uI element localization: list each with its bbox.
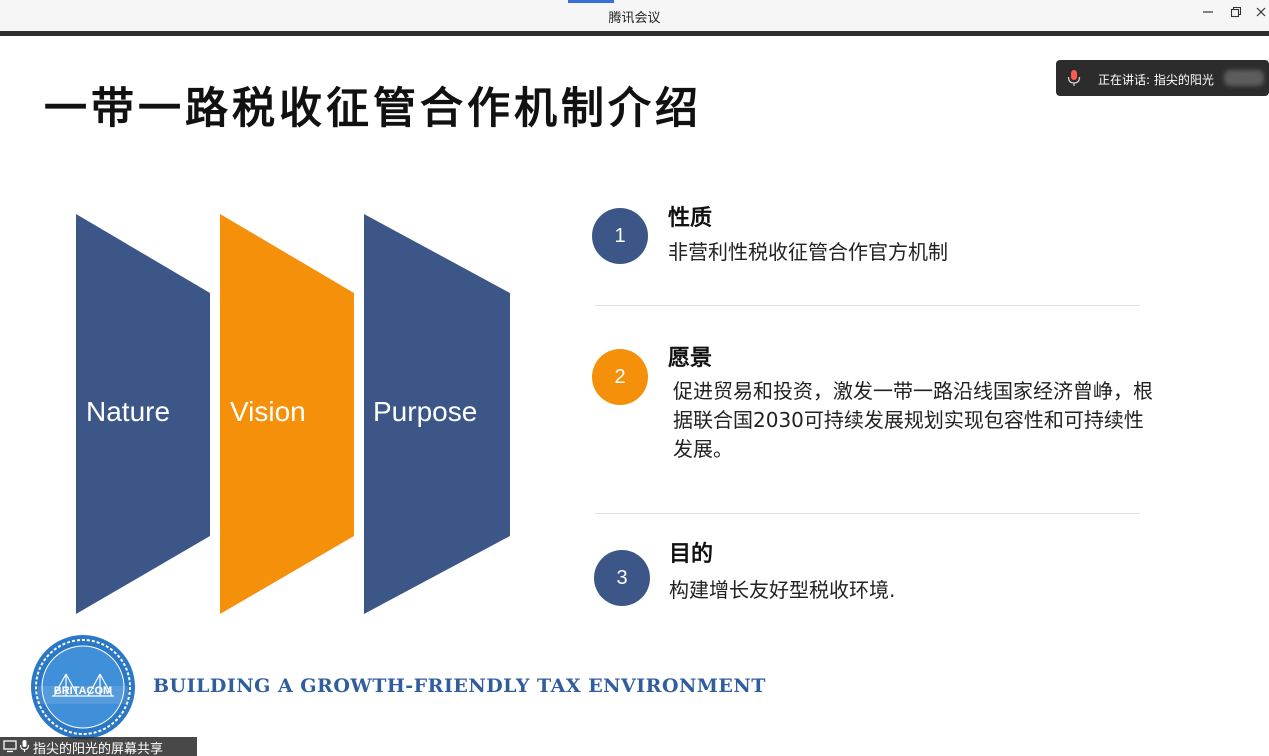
divider	[595, 305, 1140, 306]
item-2-title: 愿景	[668, 346, 713, 371]
panel-vision-label: Vision	[230, 396, 306, 427]
slide-title: 一带一路税收征管合作机制介绍	[44, 84, 702, 134]
restore-button[interactable]	[1225, 5, 1247, 25]
screen-share-text: 指尖的阳光的屏幕共享	[33, 742, 164, 756]
screen-share-bar[interactable]: 指尖的阳光的屏幕共享	[0, 737, 197, 756]
title-bar: 腾讯会议	[0, 0, 1269, 32]
britacom-logo-text: BRITACOM	[54, 685, 112, 697]
restore-icon	[1230, 6, 1242, 18]
close-button[interactable]	[1250, 5, 1269, 25]
screen-share-icon	[3, 740, 17, 753]
minimize-icon	[1203, 11, 1213, 13]
blurred-avatar	[1224, 70, 1264, 86]
panel-purpose-label: Purpose	[373, 396, 478, 427]
microphone-icon	[19, 740, 30, 752]
item-2-number: 2	[592, 349, 648, 405]
item-3-number: 3	[594, 550, 650, 606]
item-1-number: 1	[592, 208, 648, 264]
item-1-title: 性质	[668, 206, 713, 231]
item-3-description: 构建增长友好型税收环境.	[669, 578, 896, 602]
panel-nature	[76, 214, 210, 614]
title-bar-divider	[0, 31, 1269, 36]
title-bar-accent	[568, 0, 614, 3]
divider	[595, 513, 1140, 514]
britacom-logo: BRITACOM	[31, 635, 135, 739]
item-1-description: 非营利性税收征管合作官方机制	[668, 240, 948, 264]
speaking-text: 正在讲话: 指尖的阳光	[1098, 73, 1214, 87]
item-3-title: 目的	[669, 542, 714, 567]
microphone-icon	[1067, 70, 1081, 86]
panel-vision	[220, 214, 354, 614]
panel-purpose	[364, 214, 510, 614]
concept-panels	[76, 214, 510, 614]
window-title: 腾讯会议	[608, 11, 661, 26]
panel-nature-label: Nature	[86, 396, 171, 427]
item-2-description: 促进贸易和投资，激发一带一路沿线国家经济曾峥，根据联合国2030可持续发展规划实…	[673, 379, 1153, 461]
tagline: BUILDING A GROWTH-FRIENDLY TAX ENVIRONME…	[153, 675, 766, 697]
shared-slide: 一带一路税收征管合作机制介绍 Nature Vision Purpose 1 性…	[0, 36, 1269, 756]
speaking-indicator: 正在讲话: 指尖的阳光	[1056, 60, 1269, 96]
close-icon	[1256, 7, 1266, 17]
minimize-button[interactable]	[1197, 5, 1219, 25]
